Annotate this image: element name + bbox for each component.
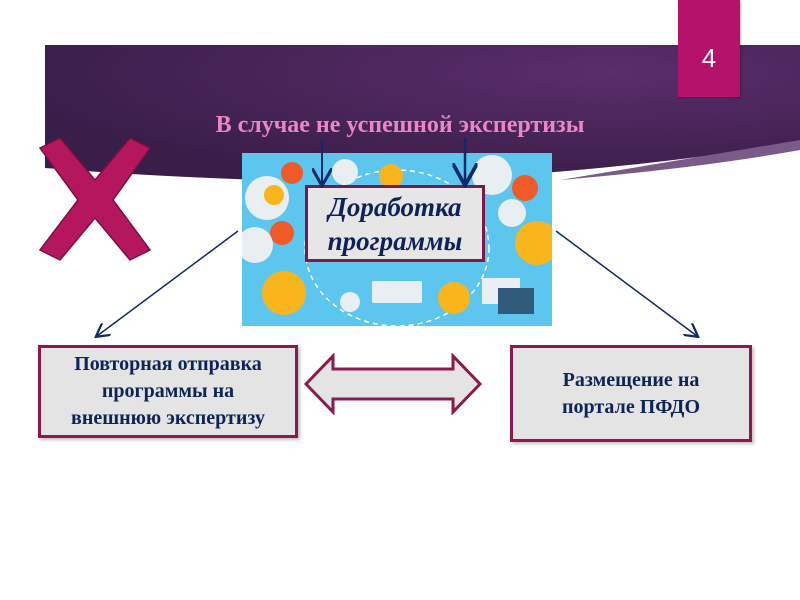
slide-title: В случае не успешной экспертизы — [215, 112, 585, 138]
pfdo-portal-box: Размещение на портале ПФДО — [510, 345, 752, 442]
center-box-line: Доработка — [328, 191, 462, 222]
page-number: 4 — [678, 0, 740, 97]
resubmit-expertise-box: Повторная отправка программы на внешнюю … — [38, 345, 298, 438]
title-banner — [45, 45, 800, 182]
left-box-line: внешнюю экспертизу — [71, 407, 265, 429]
left-box-line: Повторная отправка — [74, 353, 262, 375]
right-box-line: портале ПФДО — [561, 395, 701, 418]
page-number-text: 4 — [701, 43, 717, 73]
cross-icon — [38, 138, 152, 261]
right-box-line: Размещение на — [562, 368, 700, 391]
double-arrow-icon — [303, 353, 483, 415]
center-box-line: программы — [327, 225, 463, 256]
arrow-to-right-box — [555, 230, 697, 336]
left-box-line: программы на — [101, 380, 235, 402]
rework-program-box: Доработка программы — [305, 185, 485, 262]
illustration-icons — [242, 155, 552, 326]
